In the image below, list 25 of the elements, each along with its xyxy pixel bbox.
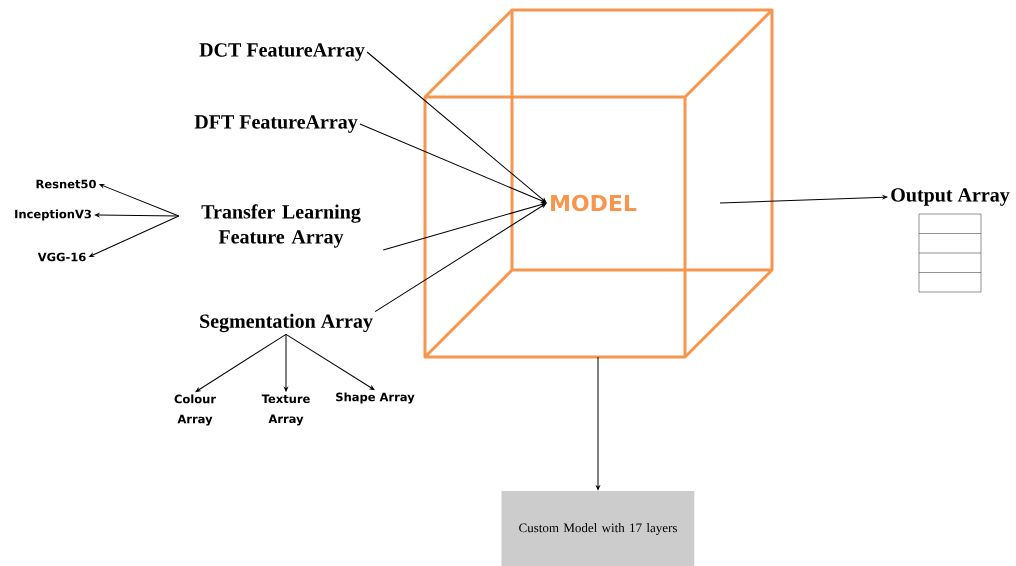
model-box: Custom Model with 17 layers bbox=[501, 491, 695, 566]
sub-feature-label: InceptionV3 bbox=[15, 209, 91, 221]
feature-label: Output Array bbox=[891, 188, 1010, 206]
sub-feature-label: VGG-16 bbox=[37, 252, 86, 262]
arrow bbox=[596, 356, 600, 490]
arrow bbox=[285, 333, 375, 390]
arrow bbox=[94, 213, 180, 217]
arrow bbox=[195, 333, 287, 392]
sub-feature-label: Resnet50 bbox=[36, 179, 96, 189]
feature-label: DCT FeatureArray bbox=[199, 43, 365, 61]
arrow bbox=[89, 215, 180, 257]
sub-feature-label: Colour Array bbox=[174, 394, 216, 426]
arrow bbox=[719, 195, 888, 204]
arrow bbox=[374, 203, 547, 313]
feature-label: Segmentation Array bbox=[200, 313, 373, 333]
arrow bbox=[99, 183, 180, 217]
arrow bbox=[366, 51, 547, 203]
feature-label: DFT FeatureArray bbox=[194, 115, 358, 133]
sub-feature-label: Shape Array bbox=[336, 392, 415, 404]
arrow bbox=[284, 333, 288, 392]
arrow bbox=[382, 202, 547, 251]
model-label: MODEL bbox=[551, 194, 637, 212]
arrow bbox=[359, 123, 547, 203]
feature-label: Transfer Learning Feature Array bbox=[201, 204, 361, 248]
sub-feature-label: Texture Array bbox=[261, 394, 310, 426]
